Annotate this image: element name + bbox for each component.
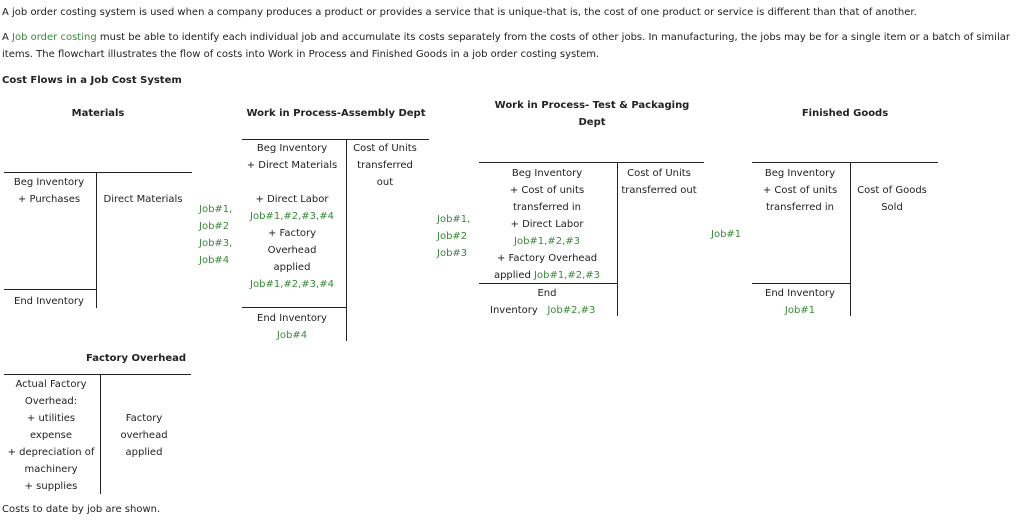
wip-assembly-dl-jobs: Job#1,#2,#3,#4 — [250, 211, 334, 222]
flow2-job: Job#3 — [437, 248, 468, 259]
wip-test-cost-in: + Cost of units transferred in — [479, 182, 615, 216]
intro-p2-rest: must be able to identify each individual… — [2, 32, 1010, 60]
finished-end-jobs: Job#1 — [784, 305, 816, 316]
factory-overhead-credit-line: applied — [125, 447, 163, 458]
wip-assembly-top-rule — [242, 139, 429, 140]
wip-test-end-jobs: Job#2,#3 — [547, 305, 596, 316]
wip-test-dl-jobs: Job#1,#2,#3 — [514, 236, 580, 247]
finished-cogs-line: Cost of Goods — [857, 185, 927, 196]
factory-overhead-debit-line: + depreciation of — [7, 447, 95, 458]
factory-overhead-credit-line: overhead — [120, 430, 168, 441]
wip-assembly-beg-inventory: Beg Inventory — [256, 143, 328, 154]
wip-test-beg-inventory: Beg Inventory — [511, 168, 583, 179]
wip-test-foh-applied-row: applied Job#1,#2,#3 — [479, 267, 615, 284]
section-title: Cost Flows in a Job Cost System — [2, 75, 182, 86]
wip-test-end-inventory: Inventory — [490, 305, 538, 316]
factory-overhead-title: Factory Overhead — [85, 353, 187, 364]
flow2-job: Job#1, — [437, 214, 471, 225]
wip-test-foh-jobs: Job#1,#2,#3 — [534, 270, 601, 281]
factory-overhead-credit: Factory overhead applied — [102, 410, 186, 461]
intro-p2-prefix: A — [2, 32, 13, 43]
materials-end-rule — [4, 289, 96, 290]
factory-overhead-divider — [100, 374, 101, 494]
wip-test-title: Work in Process- Test & Packaging Dept — [470, 97, 714, 131]
wip-assembly-direct-materials: + Direct Materials — [246, 160, 338, 171]
wip-test-credit-line: transferred out — [621, 185, 697, 196]
wip-assembly-direct-labor: + Direct Labor — [255, 194, 329, 205]
factory-overhead-debit-line: Overhead: — [24, 396, 78, 407]
wip-assembly-credit: Cost of Units transferred out — [348, 140, 422, 191]
wip-test-title-line: Work in Process- Test & Packaging — [494, 100, 690, 111]
wip-test-divider — [617, 162, 618, 316]
wip-assembly-title: Work in Process-Assembly Dept — [246, 108, 426, 119]
wip-assembly-end-inventory: End Inventory — [257, 313, 327, 324]
wip-test-end-rule — [479, 283, 617, 284]
factory-overhead-debit-line: + utilities — [26, 413, 76, 424]
finished-cost-in: + Cost of units transferred in — [752, 182, 848, 216]
footer-note: Costs to date by job are shown. — [2, 504, 161, 515]
finished-cost-in-line: transferred in — [765, 202, 834, 213]
wip-test-credit-line: Cost of Units — [627, 168, 691, 179]
finished-cogs-line: Sold — [881, 202, 903, 213]
flow2-job: Job#2 — [437, 231, 468, 242]
factory-overhead-credit-line: Factory — [125, 413, 163, 424]
wip-test-factory-overhead: + Factory Overhead — [496, 253, 598, 264]
materials-direct-materials: Direct Materials — [103, 194, 183, 205]
wip-test-credit: Cost of Units transferred out — [619, 165, 699, 199]
materials-end-inventory: End Inventory — [14, 296, 84, 307]
job-order-costing-link[interactable]: Job order costing — [12, 32, 97, 43]
materials-purchases: + Purchases — [17, 194, 81, 205]
materials-title: Materials — [71, 108, 125, 119]
finished-top-rule — [752, 162, 938, 163]
wip-test-end-label: End — [537, 288, 557, 299]
wip-assembly-foh-jobs: Job#1,#2,#3,#4 — [250, 279, 334, 290]
factory-overhead-top-rule — [4, 374, 191, 375]
wip-assembly-credit-line: out — [376, 177, 394, 188]
wip-test-foh-applied: applied — [493, 270, 531, 281]
wip-assembly-credit-line: transferred — [357, 160, 413, 171]
intro-paragraph-1: A job order costing system is used when … — [2, 7, 917, 18]
wip-assembly-foh-line: + Factory — [267, 228, 317, 239]
wip-assembly-divider — [346, 139, 347, 341]
wip-test-direct-labor: + Direct Labor — [510, 219, 584, 230]
flow1-job: Job#2 — [199, 221, 230, 232]
materials-divider — [96, 172, 97, 308]
factory-overhead-debit-line: Actual Factory — [15, 379, 87, 390]
flow1-job: Job#1, — [199, 204, 233, 215]
wip-assembly-foh-line: applied — [273, 262, 311, 273]
intro-paragraph-2: A Job order costing must be able to iden… — [2, 29, 1012, 63]
wip-test-cost-in-line: + Cost of units — [509, 185, 585, 196]
wip-assembly-credit-line: Cost of Units — [353, 143, 417, 154]
finished-divider — [850, 162, 851, 316]
finished-cost-in-line: + Cost of units — [762, 185, 838, 196]
flow1-job-list: Job#1, Job#2 Job#3, Job#4 — [199, 201, 232, 269]
wip-assembly-foh-line: Overhead — [267, 245, 317, 256]
flow1-job: Job#3, — [199, 238, 233, 249]
factory-overhead-debit-line: machinery — [24, 464, 78, 475]
factory-overhead-debit-line: + supplies — [24, 481, 78, 492]
finished-cogs: Cost of Goods Sold — [852, 182, 932, 216]
flow2-job-list: Job#1, Job#2 Job#3 — [437, 211, 470, 262]
finished-goods-title: Finished Goods — [801, 108, 889, 119]
wip-assembly-end-rule — [242, 307, 346, 308]
flow1-job: Job#4 — [199, 255, 230, 266]
materials-top-rule — [4, 172, 192, 173]
wip-test-top-rule — [479, 162, 704, 163]
finished-end-rule — [752, 283, 850, 284]
wip-test-title-line: Dept — [578, 117, 606, 128]
wip-assembly-end-jobs: Job#4 — [276, 330, 308, 341]
factory-overhead-debit: Actual Factory Overhead: + utilities exp… — [4, 376, 98, 495]
finished-end-inventory: End Inventory — [765, 288, 835, 299]
wip-test-cost-in-line: transferred in — [512, 202, 581, 213]
factory-overhead-debit-line: expense — [29, 430, 73, 441]
materials-beg-inventory: Beg Inventory — [13, 177, 85, 188]
wip-assembly-factory-overhead: + Factory Overhead applied — [242, 225, 342, 276]
finished-beg-inventory: Beg Inventory — [764, 168, 836, 179]
flow3-job: Job#1 — [711, 229, 742, 240]
wip-test-end-row: Inventory Job#2,#3 — [490, 302, 616, 319]
